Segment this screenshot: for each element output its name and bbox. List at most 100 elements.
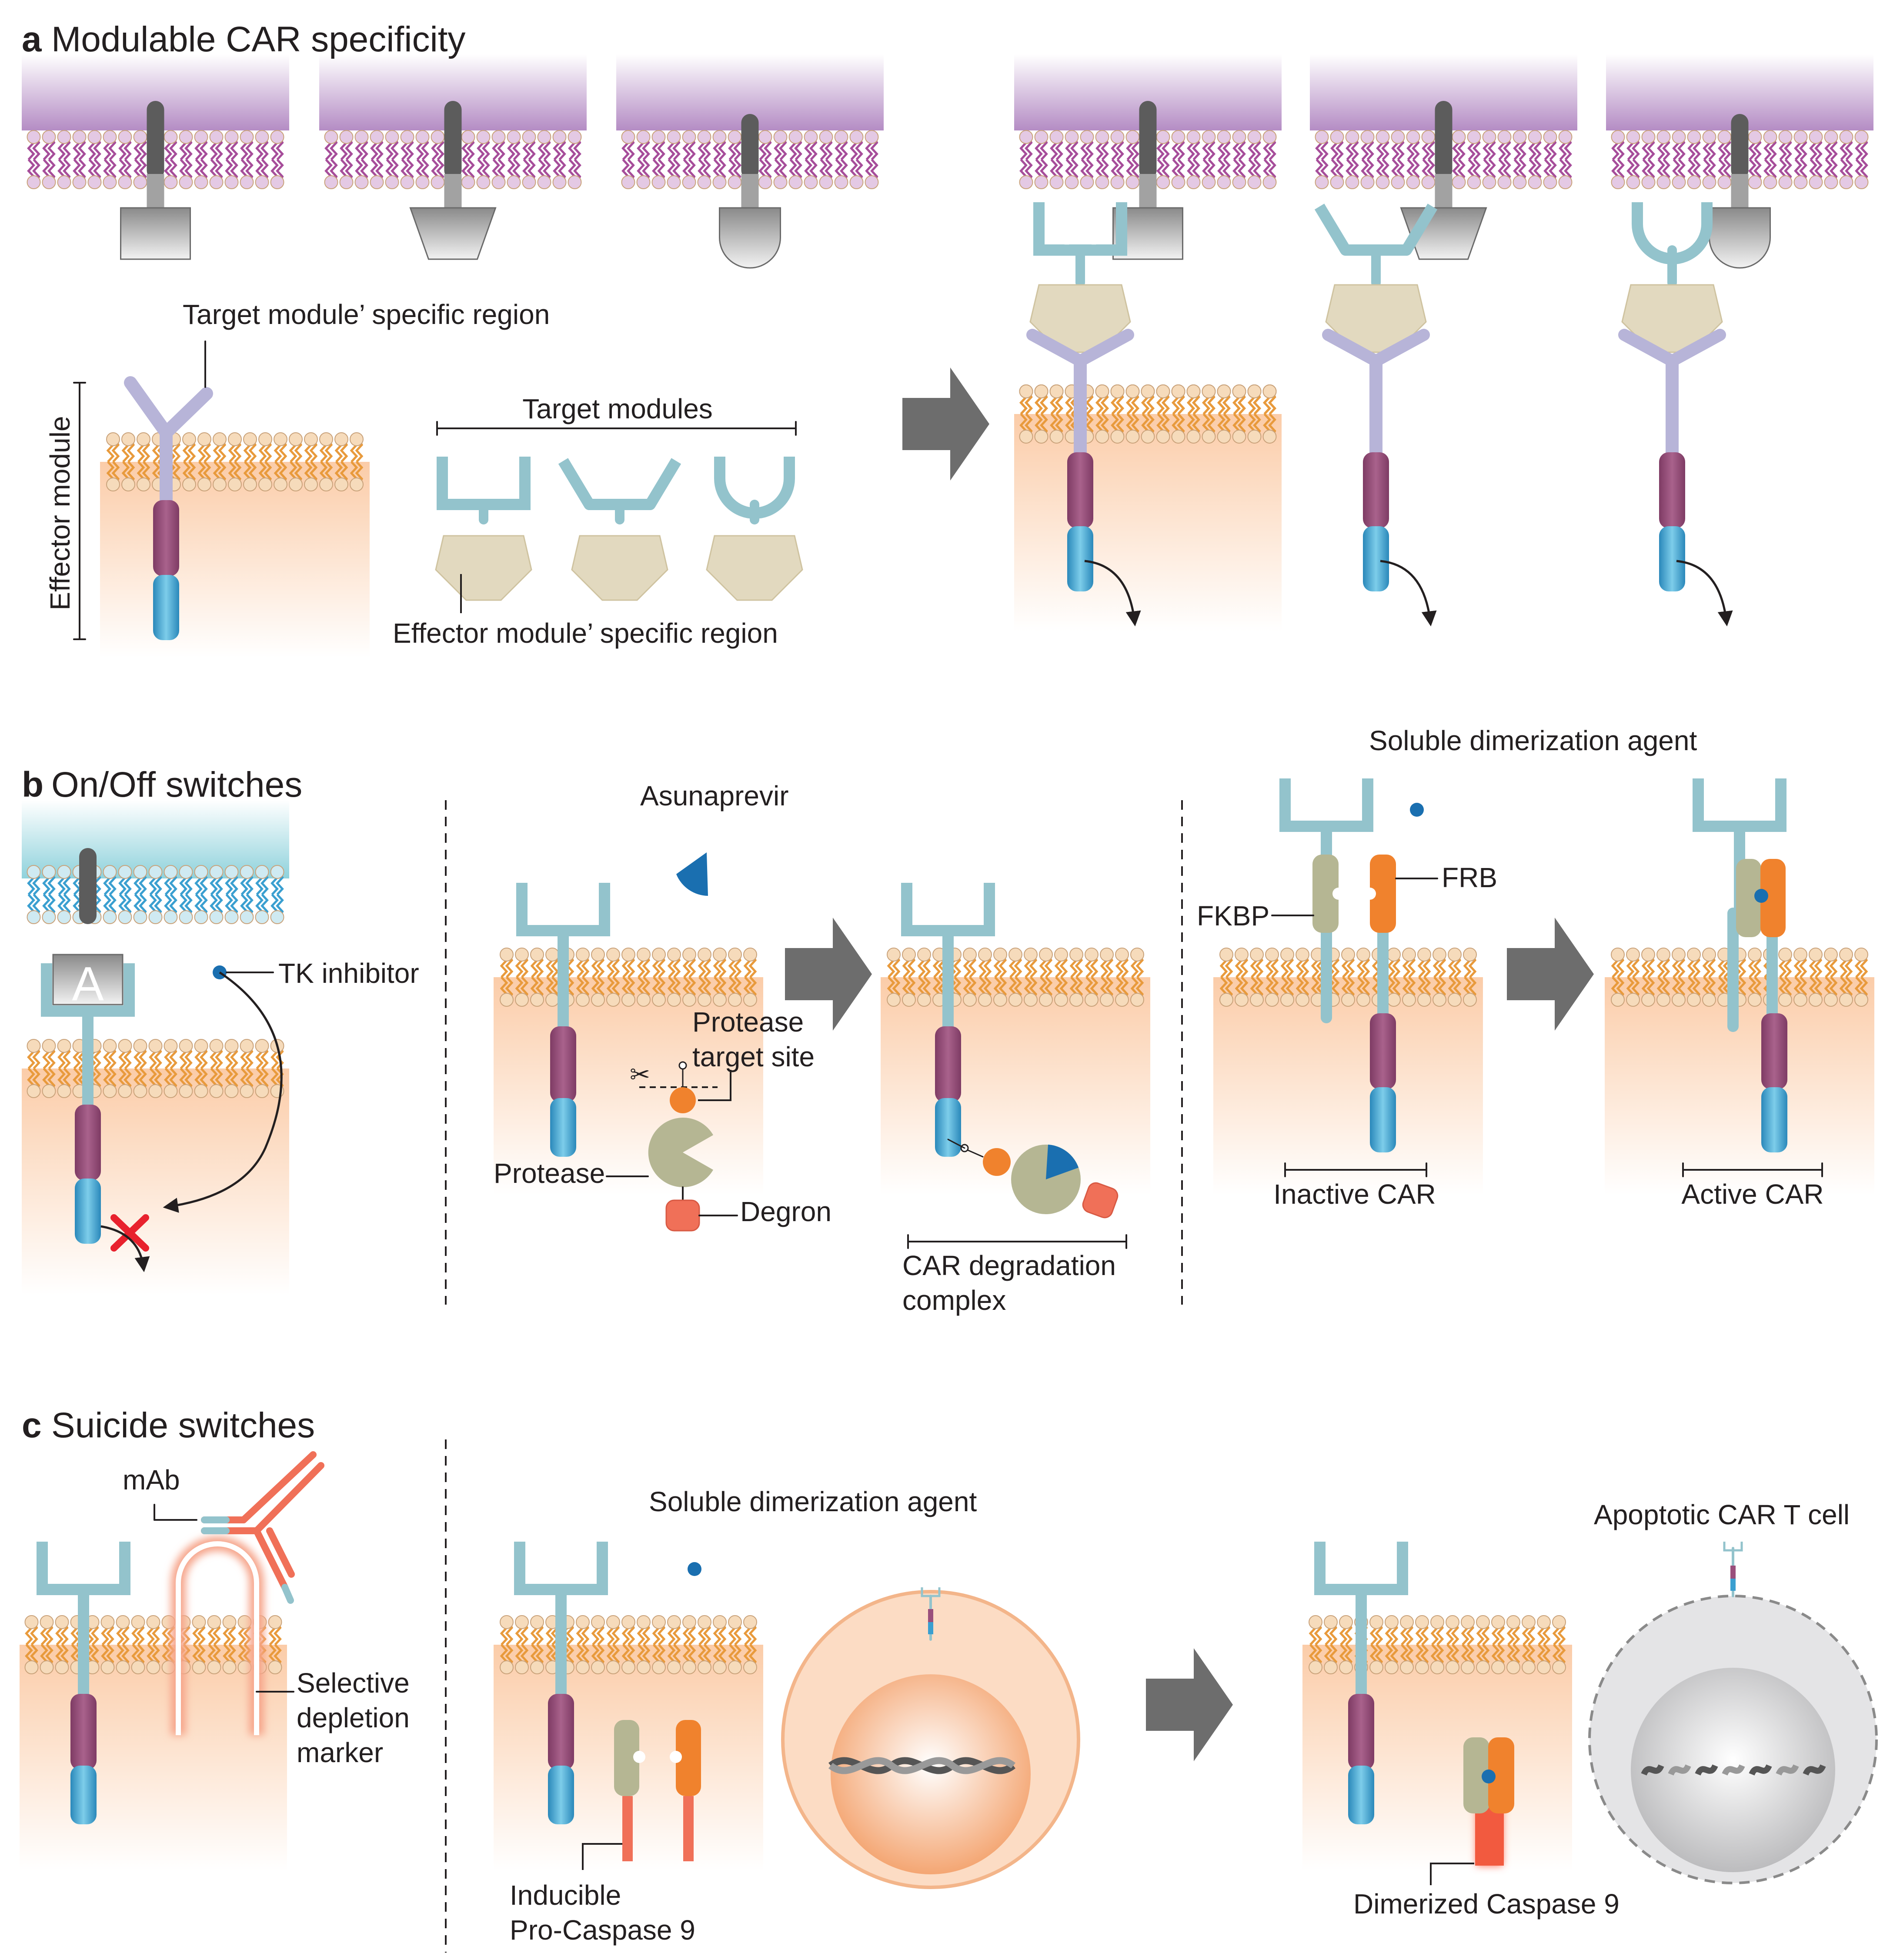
lipid-head — [902, 993, 916, 1007]
car-costim-domain — [1370, 1013, 1396, 1089]
lipid-head — [1717, 175, 1732, 189]
cytoplasm-region — [100, 462, 370, 658]
lipid-head — [545, 948, 559, 962]
lipid-head — [1626, 948, 1640, 962]
lipid-head — [530, 993, 544, 1007]
protease-target-site — [670, 1087, 696, 1113]
lipid-head — [133, 130, 147, 144]
lipid-head — [116, 1660, 130, 1674]
lipid-head — [72, 130, 87, 144]
lipid-head — [133, 865, 147, 879]
lipid-head — [319, 477, 333, 491]
lipid-head — [1406, 130, 1420, 144]
cytoplasm-region — [1605, 977, 1874, 1195]
panel-a-title: Modulable CAR specificity — [51, 20, 466, 59]
cytoplasm-region — [881, 977, 1150, 1195]
lipid-head — [1748, 130, 1762, 144]
lipid-head — [1387, 948, 1401, 962]
lipid-head — [103, 910, 117, 924]
lipid-head — [1008, 948, 1022, 962]
frb-domain — [1370, 855, 1396, 933]
lipid-head — [682, 130, 696, 144]
antigen-c-round — [1709, 207, 1771, 269]
antigen-stem — [1435, 174, 1453, 209]
cell-nucleus — [831, 1674, 1031, 1874]
lipid-head — [1054, 993, 1068, 1007]
lipid-head — [258, 477, 272, 491]
lipid-head — [27, 910, 41, 924]
cytoplasm-region — [1302, 1645, 1572, 1871]
lipid-head — [698, 993, 711, 1007]
lipid-head — [1641, 948, 1655, 962]
lipid-head — [179, 175, 193, 189]
mini-car-binder — [921, 1587, 941, 1597]
lipid-head — [491, 175, 506, 189]
lipid-head — [224, 130, 239, 144]
lipid-head — [1232, 384, 1246, 398]
lipid-head — [121, 432, 135, 446]
lipid-head — [1506, 1615, 1520, 1629]
label-soluble-dimerization-agent-b: Soluble dimerization agent — [1369, 725, 1697, 756]
target-cell-bilayer — [27, 865, 284, 924]
lipid-head — [354, 130, 369, 144]
protease-target-site — [983, 1148, 1011, 1176]
lipid-head — [1341, 948, 1355, 962]
lipid-head — [1748, 175, 1762, 189]
mini-car-domain — [1730, 1579, 1736, 1591]
lipid-head — [194, 865, 208, 879]
lipid-head — [137, 477, 150, 491]
antigen-stem — [1731, 174, 1749, 209]
lipid-head — [1356, 948, 1370, 962]
car-binder — [1693, 778, 1786, 832]
lipid-head — [500, 948, 514, 962]
lipid-head — [1110, 175, 1125, 189]
lipid-head — [1217, 430, 1231, 444]
lipid-head — [1824, 948, 1838, 962]
lipid-head — [350, 477, 364, 491]
lipid-head — [1339, 1615, 1353, 1629]
lipid-head — [1324, 1660, 1338, 1674]
lipid-head — [370, 130, 384, 144]
lipid-head — [1430, 1615, 1444, 1629]
lipid-head — [758, 130, 772, 144]
lipid-head — [224, 910, 239, 924]
bound-antigen-label-c: C — [1655, 201, 1689, 255]
cytoplasm-region — [22, 1068, 289, 1295]
lipid-head — [24, 1660, 39, 1674]
scissors-icon: ✂ — [630, 1061, 650, 1088]
lipid-head — [1110, 430, 1125, 444]
lipid-head — [1125, 384, 1140, 398]
label-dimerized-caspase-9: Dimerized Caspase 9 — [1353, 1888, 1620, 1920]
lipid-head — [339, 175, 354, 189]
lipid-head — [57, 910, 71, 924]
lipid-head — [57, 865, 71, 879]
lipid-head — [1824, 130, 1838, 144]
lipid-head — [606, 1660, 620, 1674]
lipid-head — [621, 175, 635, 189]
label-selective-depletion-marker-1: Selective — [297, 1667, 410, 1699]
bound-antigen-label-b: B — [1360, 201, 1392, 255]
transition-arrow-b2 — [1507, 918, 1594, 1031]
lipid-head — [1476, 1660, 1490, 1674]
car-signalling-domain — [1370, 1087, 1396, 1152]
lipid-head — [207, 1660, 221, 1674]
lipid-head — [274, 432, 287, 446]
lipid-head — [1809, 948, 1823, 962]
antigen-c-round — [719, 207, 781, 269]
car-signalling-domain — [75, 1179, 101, 1244]
lipid-head — [431, 130, 445, 144]
lipid-head — [27, 1084, 41, 1098]
lipid-head — [1778, 175, 1793, 189]
lipid-head — [1417, 993, 1431, 1007]
lipid-head — [289, 432, 303, 446]
lipid-head — [978, 993, 992, 1007]
lipid-head — [1262, 175, 1277, 189]
lipid-head — [552, 130, 567, 144]
car-costim-domain — [1348, 1694, 1374, 1770]
lipid-head — [728, 175, 742, 189]
target-cell-bilayer — [621, 130, 879, 189]
car-binder — [1314, 1542, 1408, 1595]
antigen-stem — [444, 174, 462, 209]
lipid-head — [1309, 1615, 1322, 1629]
lipid-head — [993, 948, 1007, 962]
